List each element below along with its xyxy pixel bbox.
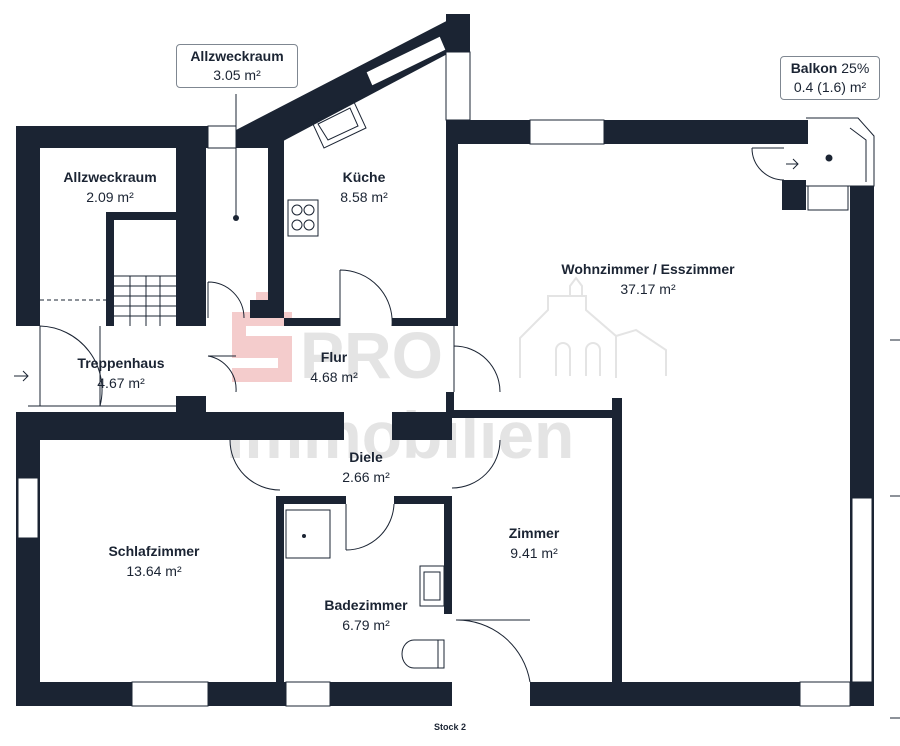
window [445, 51, 471, 121]
room-area: 4.68 m² [310, 369, 358, 385]
doors [14, 147, 799, 683]
room-area: 2.09 m² [86, 189, 134, 205]
door-swing [451, 439, 501, 489]
callout-allzweckraum: Allzweckraum 3.05 m² [176, 44, 298, 88]
room-name: Badezimmer [324, 597, 408, 613]
room-area: 8.58 m² [340, 189, 388, 205]
window [365, 35, 447, 87]
door-swing [453, 345, 501, 393]
window [807, 185, 849, 211]
window [799, 681, 851, 707]
door-swing [345, 503, 395, 551]
entry-arrow-icon [14, 370, 29, 382]
room-area: 37.17 m² [620, 281, 676, 297]
window [529, 119, 605, 145]
sink-icon [311, 101, 367, 149]
callout-pointer [233, 94, 239, 221]
callout-name: Balkon [790, 60, 838, 76]
callout-area: 3.05 m² [213, 67, 261, 83]
room-name: Schlafzimmer [108, 543, 200, 559]
door-swing [207, 355, 237, 393]
floor-label: Stock 2 [433, 722, 466, 732]
edge-marks [890, 339, 900, 719]
door-swing [751, 147, 785, 181]
washbasin-icon [419, 565, 445, 607]
door-swing [207, 281, 245, 319]
watermark-church-icon [519, 276, 667, 378]
window [285, 681, 331, 707]
stove-icon [287, 199, 319, 237]
callout-pct: 25% [841, 60, 870, 76]
balcony [806, 117, 875, 187]
room-name: Flur [321, 349, 348, 365]
door-swing [455, 619, 531, 683]
callout-area: 0.4 (1.6) m² [793, 79, 867, 95]
stairs [40, 275, 176, 326]
room-area: 6.79 m² [342, 617, 390, 633]
shower-icon [285, 509, 331, 559]
room-labels: Allzweckraum 2.09 m² Küche 8.58 m² Wohnz… [63, 169, 735, 633]
balcony-door-arrow-icon [786, 158, 799, 170]
toilet-icon [401, 639, 445, 669]
room-name: Wohnzimmer / Esszimmer [561, 261, 735, 277]
room-name: Küche [343, 169, 386, 185]
room-area: 13.64 m² [126, 563, 182, 579]
room-area: 4.67 m² [97, 375, 145, 391]
window [17, 477, 39, 539]
watermark-line1: PRO [300, 318, 443, 392]
window [207, 125, 237, 149]
room-name: Zimmer [509, 525, 560, 541]
room-name: Allzweckraum [63, 169, 156, 185]
walls [16, 14, 874, 706]
room-area: 9.41 m² [510, 545, 558, 561]
door-swing [339, 269, 393, 327]
balcony-marker-icon [825, 154, 833, 162]
fixtures [285, 101, 445, 669]
room-name: Diele [349, 449, 383, 465]
window [131, 681, 209, 707]
room-name: Treppenhaus [77, 355, 164, 371]
door-swing [39, 325, 103, 407]
window [851, 497, 873, 683]
door-swing [229, 439, 281, 491]
room-area: 2.66 m² [342, 469, 390, 485]
callout-balkon: Balkon 25% 0.4 (1.6) m² [780, 56, 880, 100]
windows [17, 35, 873, 707]
callout-name: Allzweckraum [190, 48, 284, 64]
